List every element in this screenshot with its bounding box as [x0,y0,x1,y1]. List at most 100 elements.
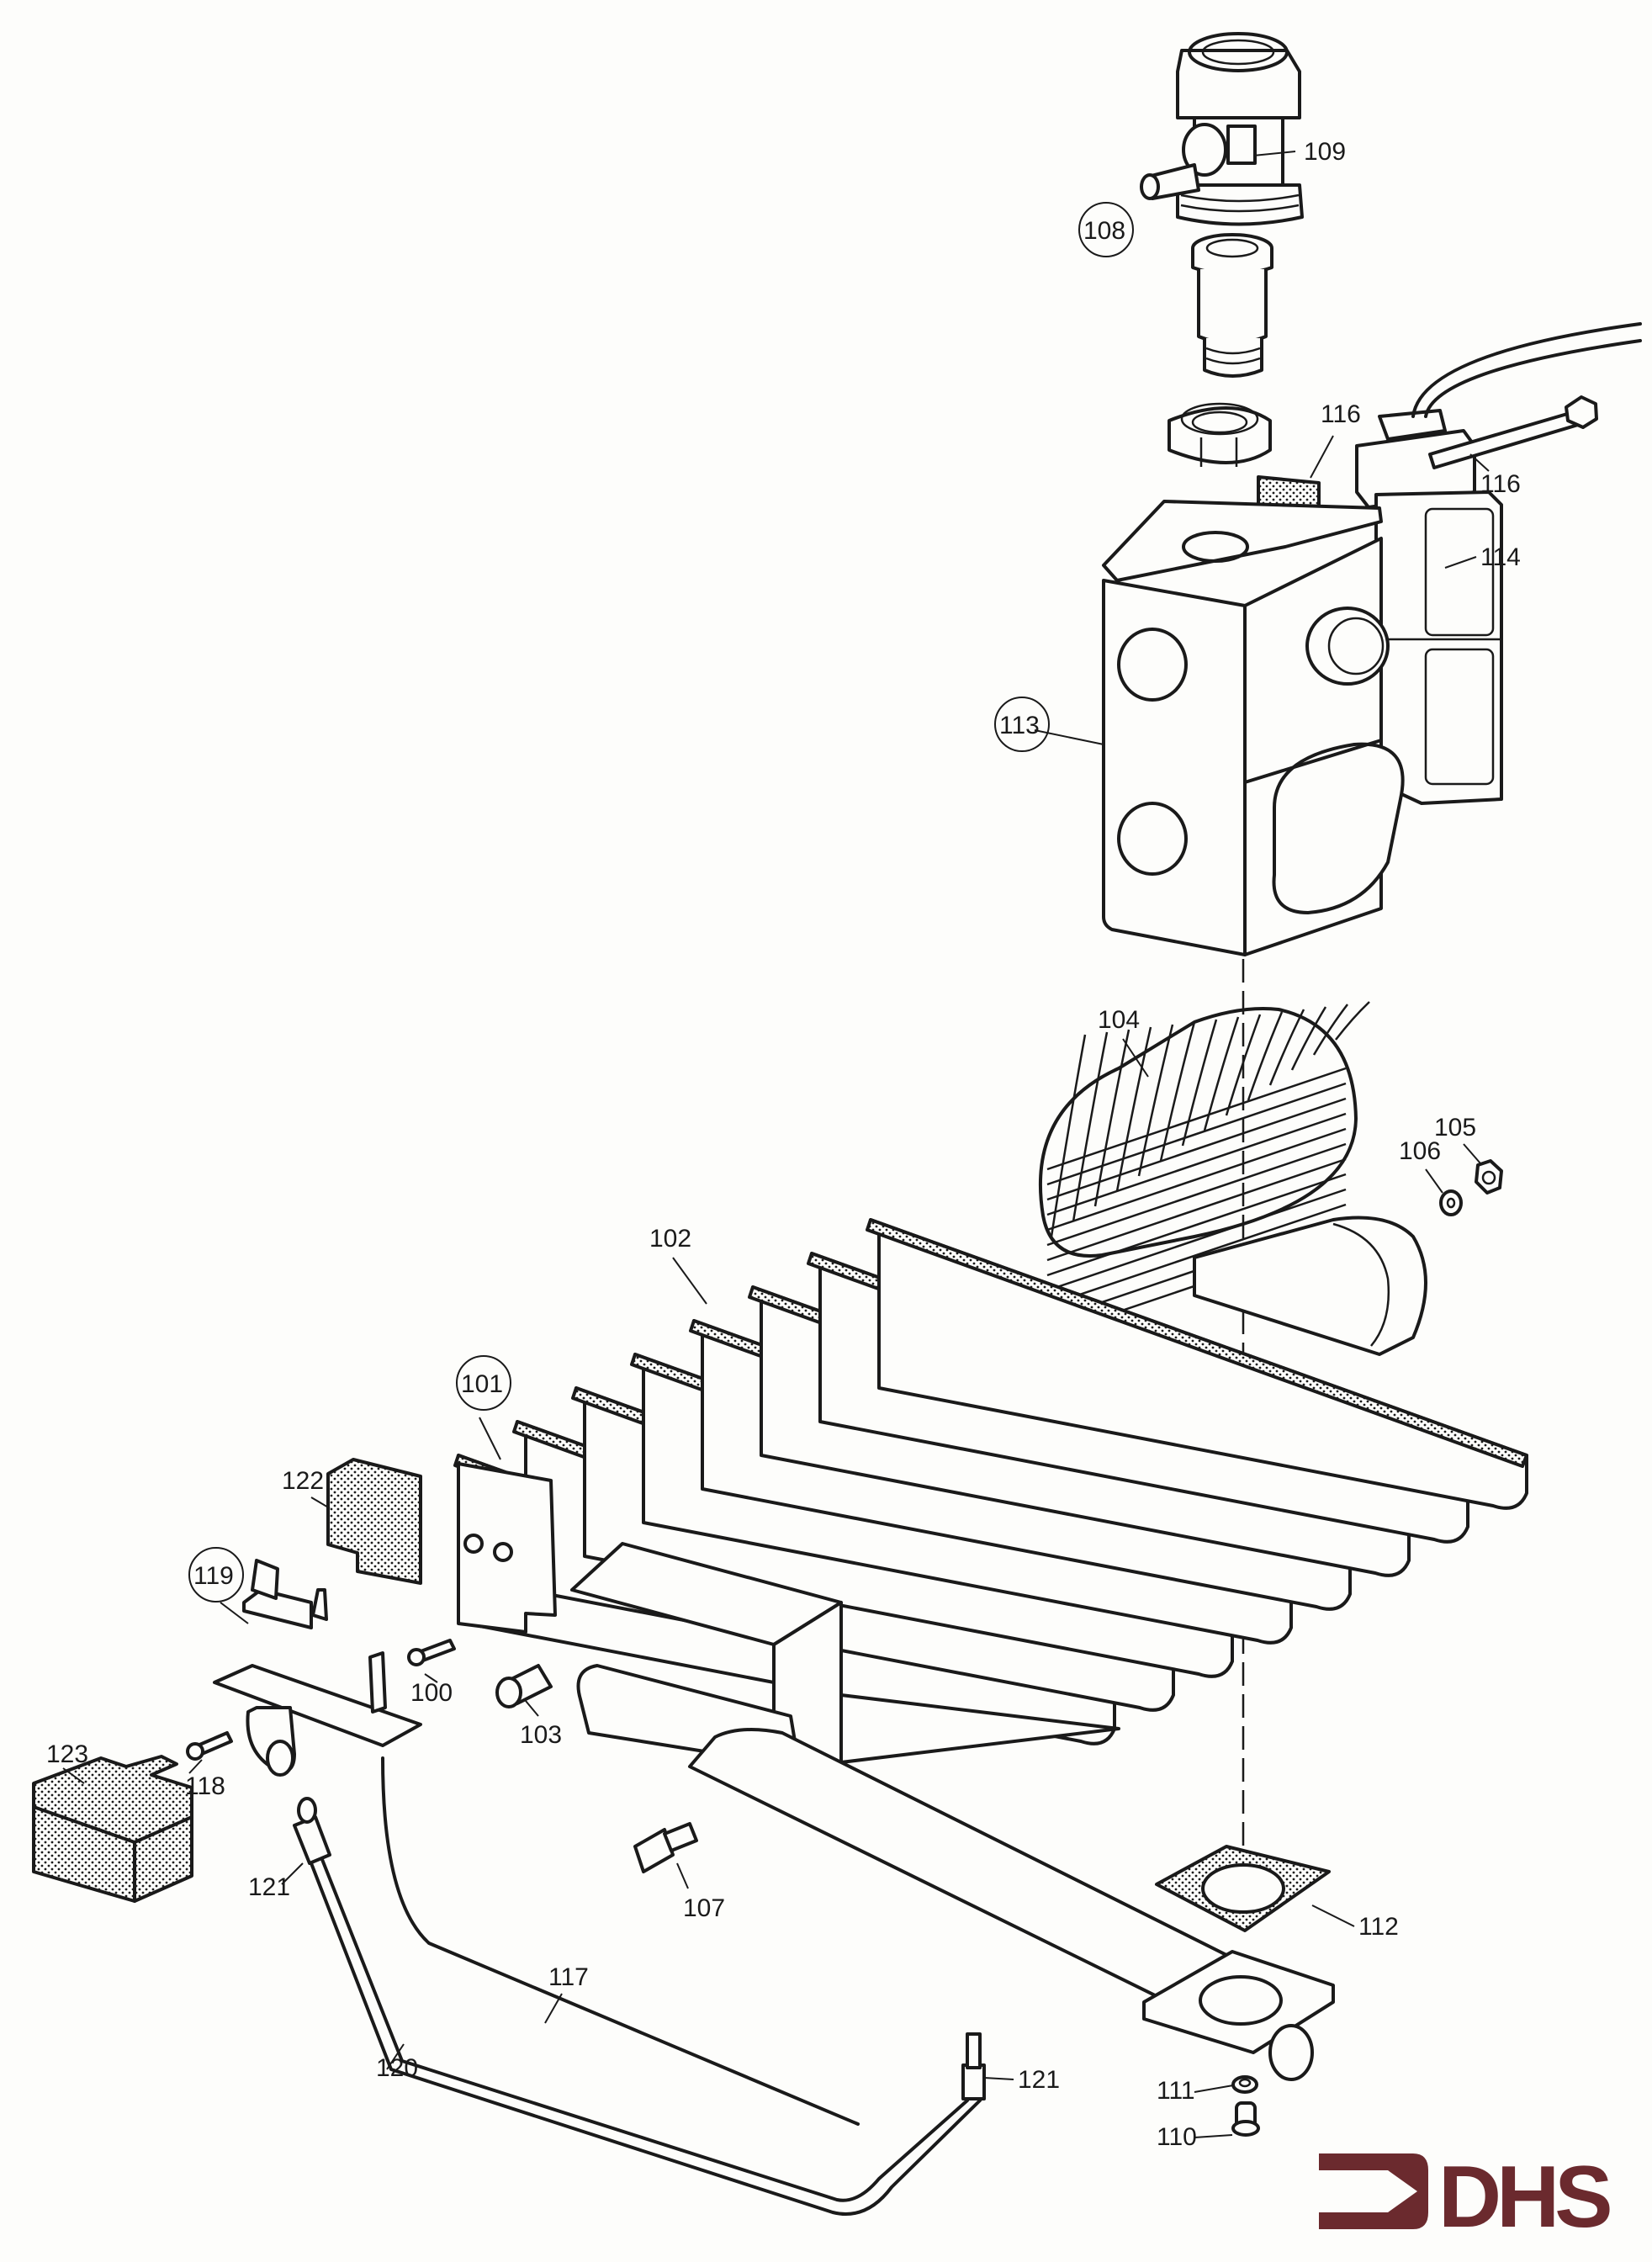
part-number: 119 [193,1562,234,1590]
label-circle [994,697,1050,752]
part-112-gasket [1155,1845,1331,1932]
part-label-113: 113 [994,697,1104,752]
leader-line [1034,729,1104,745]
part-label-120: 120 [376,2043,418,2082]
leader-line [1425,1168,1443,1194]
part-label-117: 117 [544,1963,589,2024]
part-120-pilot-tube [310,1856,982,2216]
part-label-114: 114 [1444,543,1521,571]
label-circle [456,1355,511,1411]
part-118-screw [186,1731,233,1761]
part-107-pressure-test-point [633,1822,698,1873]
part-number: 103 [520,1721,562,1749]
part-number: 101 [461,1370,503,1398]
part-label-116a: 116 [1310,400,1361,479]
part-label-111: 111 [1157,2077,1234,2105]
part-103-injector [495,1664,553,1708]
part-number: 105 [1434,1114,1476,1142]
part-117-ignition-lead [381,1756,860,2126]
part-101-burner-side-plate [457,1462,557,1634]
part-number: 116 [1321,400,1361,428]
part-label-116b: 116 [1469,453,1521,498]
leader-line [1310,435,1334,479]
part-100-screw [407,1639,456,1666]
dhs-logo-mark: DHS [1319,2148,1615,2246]
leader-line [1194,2134,1233,2138]
part-label-108: 108 [1078,202,1134,257]
dhs-logo: DHS [1312,2148,1632,2246]
part-121-pilot-nut-right [961,2032,986,2100]
part-number: 106 [1399,1137,1441,1165]
part-number: 112 [1358,1913,1399,1941]
part-number: 110 [1157,2123,1197,2151]
part-number: 107 [683,1894,725,1922]
part-number: 111 [1157,2077,1195,2105]
leader-line [1252,151,1296,156]
part-number: 114 [1480,543,1521,571]
part-number: 121 [248,1873,290,1901]
leader-line [676,1862,689,1889]
leader-line [1122,1038,1149,1078]
leader-line [220,1602,249,1624]
part-label-107: 107 [676,1862,725,1922]
leader-line [188,1759,203,1774]
part-109-inlet-fitting [1140,32,1304,226]
part-label-121b: 121 [983,2066,1060,2094]
leader-line [1194,2085,1234,2093]
leader-line [525,1700,539,1717]
part-number: 116 [1480,470,1521,498]
part-111-washer [1231,2075,1258,2094]
part-label-102: 102 [649,1225,707,1305]
label-circle [188,1547,244,1602]
part-number: 108 [1083,217,1125,245]
part-label-105: 105 [1434,1114,1481,1164]
logo-text: DHS [1438,2149,1610,2233]
part-number: 118 [185,1772,225,1800]
part-number: 109 [1304,138,1346,166]
logo-arrow-icon [1319,2153,1428,2229]
leader-line [1311,1904,1355,1927]
leader-line [1469,453,1490,472]
part-burner-drum [1193,1216,1427,1356]
part-label-121a: 121 [248,1862,304,1901]
part-label-118: 118 [185,1759,225,1800]
leader-line [386,2043,405,2070]
label-circle [1078,202,1134,257]
part-106-washer [1439,1189,1463,1216]
part-number: 113 [999,712,1040,739]
part-label-104: 104 [1098,1006,1149,1078]
part-number: 100 [410,1679,453,1707]
leader-line [672,1257,707,1305]
part-number: 120 [376,2054,418,2082]
part-label-110: 110 [1157,2123,1233,2151]
part-label-106: 106 [1399,1137,1443,1194]
leader-line [1463,1143,1481,1164]
part-label-123: 123 [46,1740,88,1784]
part-121-pilot-nut-left [293,1797,331,1865]
part-label-100: 100 [410,1673,453,1707]
part-label-122: 122 [282,1467,331,1509]
part-number: 121 [1018,2066,1060,2094]
part-122-pilot-shield [326,1458,422,1585]
part-label-103: 103 [520,1700,562,1749]
leader-line [983,2077,1014,2080]
leader-line [424,1673,438,1683]
part-number: 123 [46,1740,88,1768]
part-number: 104 [1098,1006,1140,1034]
part-union-nut [1168,402,1272,467]
part-label-109: 109 [1252,138,1346,166]
leader-line [310,1497,331,1509]
part-108-valve-inlet-adaptor [1191,233,1273,378]
part-102-burner-blades [453,1218,1528,1746]
leader-line [281,1862,304,1885]
part-110-screw [1231,2101,1260,2137]
leader-line [544,1993,563,2024]
part-116-bolt [1428,395,1598,469]
leader-line [479,1417,501,1460]
burner-blade [866,1218,1528,1510]
part-number: 122 [282,1467,324,1495]
leader-line [1444,556,1477,569]
part-105-nut [1475,1159,1503,1195]
